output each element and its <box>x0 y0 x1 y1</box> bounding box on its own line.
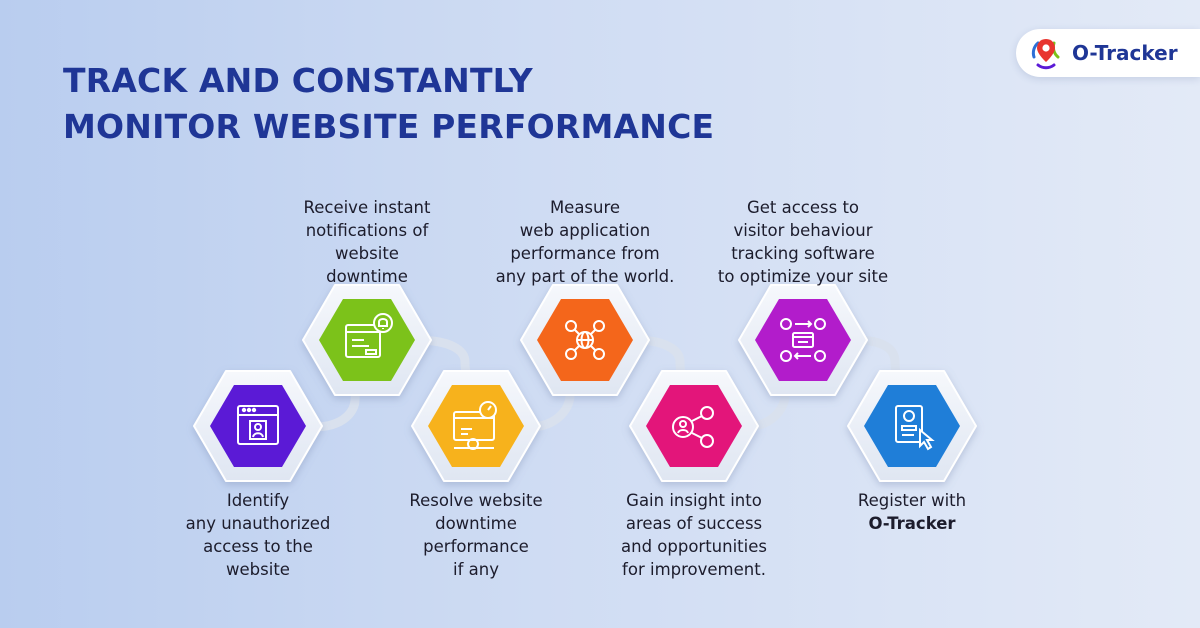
step-line: Gain insight into <box>626 491 762 510</box>
title-line-2: MONITOR WEBSITE PERFORMANCE <box>63 107 715 146</box>
hex-node-register <box>847 370 977 482</box>
title-line-1: TRACK AND CONSTANTLY <box>63 61 533 100</box>
step-line: performance <box>423 537 529 556</box>
step-line: Receive instant <box>303 198 431 217</box>
visitor-tracking-icon <box>780 318 826 362</box>
step-line: Identify <box>226 491 290 510</box>
hex-node-measure <box>520 284 650 396</box>
step-label-register: Register with O-Tracker <box>802 489 1022 535</box>
browser-user-icon <box>237 405 279 445</box>
register-brand-name: O-Tracker <box>868 514 956 533</box>
hex-node-resolve <box>411 370 541 482</box>
hex-nodes <box>193 284 977 482</box>
step-line: access to the <box>203 537 313 556</box>
brand-badge[interactable]: O-Tracker <box>1016 29 1200 77</box>
step-line: website <box>335 244 399 263</box>
hex-node-behaviour <box>738 284 868 396</box>
share-nodes-user-icon <box>672 406 714 448</box>
global-network-icon <box>565 320 605 360</box>
step-label-notify: Receive instant notifications of website… <box>257 196 477 288</box>
step-line: areas of success <box>625 514 763 533</box>
step-label-measure: Measure web application performance from… <box>475 196 695 288</box>
dashboard-gear-icon <box>453 401 497 450</box>
step-line: Get access to <box>746 198 860 217</box>
step-line: performance from <box>510 244 660 263</box>
register-form-click-icon <box>895 405 935 451</box>
step-line: and opportunities <box>621 537 767 556</box>
step-line: any part of the world. <box>495 267 675 286</box>
notification-bell-icon <box>345 313 393 358</box>
step-line: any unauthorized <box>185 514 331 533</box>
step-line: website <box>226 560 290 579</box>
step-label-identify: Identify any unauthorized access to the … <box>148 489 368 581</box>
step-line: tracking software <box>731 244 875 263</box>
map-pin-logo-icon <box>1031 39 1060 70</box>
step-label-insight: Gain insight into areas of success and o… <box>584 489 804 581</box>
step-line: Resolve website <box>409 491 543 510</box>
step-line: downtime <box>435 514 517 533</box>
hex-node-notify <box>302 284 432 396</box>
step-label-resolve: Resolve website downtime performance if … <box>366 489 586 581</box>
step-line: Measure <box>549 198 621 217</box>
step-line: for improvement. <box>622 560 766 579</box>
brand-name: O-Tracker <box>1072 41 1178 65</box>
step-line: to optimize your site <box>717 267 889 286</box>
step-line: notifications of <box>305 221 429 240</box>
page-title: TRACK AND CONSTANTLY MONITOR WEBSITE PER… <box>63 58 714 150</box>
hex-node-insight <box>629 370 759 482</box>
hex-node-identify <box>193 370 323 482</box>
step-line: Register with <box>857 491 967 510</box>
step-label-behaviour: Get access to visitor behaviour tracking… <box>693 196 913 288</box>
step-line: web application <box>519 221 651 240</box>
step-line: if any <box>453 560 499 579</box>
step-line: visitor behaviour <box>733 221 873 240</box>
step-line: downtime <box>326 267 408 286</box>
